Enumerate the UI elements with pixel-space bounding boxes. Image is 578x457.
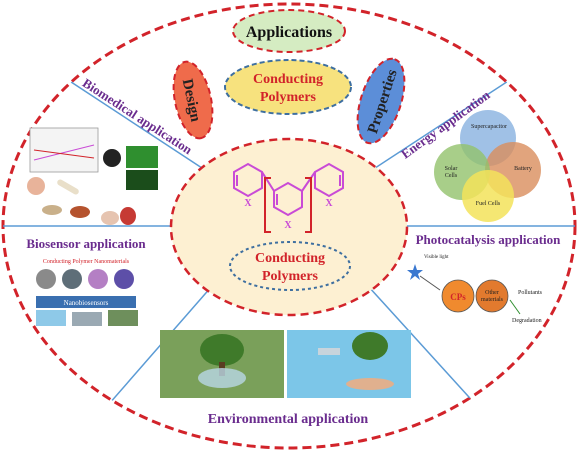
biomedical-disc bbox=[103, 149, 121, 167]
sensor-device-3 bbox=[108, 310, 138, 326]
photo-water-tree bbox=[352, 332, 388, 360]
biomedical-heart-icon bbox=[120, 207, 136, 225]
other-materials-line1: Other bbox=[485, 290, 499, 296]
biomedical-chart-panel bbox=[29, 127, 99, 173]
photo-water-tap bbox=[318, 348, 340, 355]
other-materials-circle bbox=[475, 279, 509, 313]
cp-top-oval bbox=[224, 59, 352, 115]
cp-top-line1: Conducting bbox=[253, 72, 323, 87]
light-arrow bbox=[419, 275, 441, 291]
nanomaterial-4 bbox=[114, 269, 134, 289]
design-oval-group: Design bbox=[172, 60, 214, 140]
sensor-device-1 bbox=[36, 310, 66, 326]
biosensor-title: Biosensor application bbox=[26, 236, 146, 251]
photo-tree-canopy bbox=[200, 334, 244, 366]
bracket-right bbox=[305, 177, 312, 233]
environmental-title: Environmental application bbox=[208, 412, 369, 427]
cp-bottom-oval bbox=[229, 241, 351, 291]
environment-photo-tree bbox=[160, 330, 284, 398]
biosensor-devices bbox=[36, 310, 138, 326]
biosensor-nanomaterials bbox=[36, 269, 134, 289]
applications-label: Applications bbox=[246, 24, 332, 41]
venn-solar-label-2: Cells bbox=[445, 173, 458, 179]
biomedical-brain-icon bbox=[101, 211, 119, 225]
polymer-structure bbox=[233, 162, 344, 217]
biomedical-dark-mat bbox=[126, 170, 158, 190]
light-star-icon bbox=[407, 264, 423, 280]
pollutants-label: Pollutants bbox=[518, 290, 543, 296]
biomedical-liver-icon bbox=[70, 206, 90, 218]
design-oval bbox=[172, 60, 214, 140]
environment-photo-water bbox=[287, 330, 411, 398]
cps-label: CPs bbox=[450, 292, 466, 302]
cps-circle bbox=[441, 279, 475, 313]
photo-tree-globe bbox=[198, 368, 246, 388]
benzene-ring-right bbox=[314, 162, 344, 198]
energy-venn bbox=[434, 110, 541, 222]
venn-supercapacitor-label: Supercapacitor bbox=[471, 124, 507, 130]
bracket-left bbox=[264, 177, 271, 233]
benzene-ring-middle bbox=[273, 181, 303, 217]
bond-left bbox=[261, 171, 275, 192]
biomedical-chart-line bbox=[33, 144, 95, 161]
polymer-brackets bbox=[264, 177, 312, 233]
biomedical-green-mat bbox=[126, 146, 158, 168]
structure-x-middle: X bbox=[284, 220, 292, 231]
nanomaterial-2 bbox=[62, 269, 82, 289]
photo-water-background bbox=[287, 330, 411, 398]
biomedical-chart-line-2 bbox=[33, 149, 95, 159]
nanobiosensor-label: Nanobiosensors bbox=[64, 299, 109, 307]
degradation-label: Degradation bbox=[512, 318, 542, 324]
venn-battery-label: Battery bbox=[514, 166, 532, 172]
photocatalysis-title: Photocatalysis application bbox=[416, 232, 562, 247]
cp-bottom-line2: Polymers bbox=[262, 269, 319, 284]
biomedical-bone-icon bbox=[57, 179, 79, 195]
cp-bottom-line1: Conducting bbox=[255, 251, 325, 266]
venn-fuel-label: Fuel Cells bbox=[476, 201, 501, 207]
sensor-device-2 bbox=[72, 312, 102, 326]
venn-fuel bbox=[462, 170, 514, 222]
cp-top-line2: Polymers bbox=[260, 90, 317, 105]
benzene-ring-left bbox=[233, 162, 263, 198]
nanomaterial-1 bbox=[36, 269, 56, 289]
properties-oval bbox=[356, 57, 406, 145]
other-materials-line2: materials bbox=[481, 297, 504, 303]
properties-oval-group: Properties bbox=[356, 57, 406, 145]
divider-lower-left bbox=[94, 285, 213, 421]
nanobiosensor-banner bbox=[36, 296, 136, 308]
biomedical-nerve-icon bbox=[42, 205, 62, 215]
degradation-arrow bbox=[509, 299, 521, 315]
visible-light-label: Visible light bbox=[424, 255, 449, 260]
divider-lower-right bbox=[367, 285, 489, 419]
applications-oval bbox=[232, 9, 346, 53]
biosensor-panel-title: Conducting Polymer Nanomaterials bbox=[43, 259, 130, 265]
structure-x-left: X bbox=[244, 198, 252, 209]
venn-solar-label-1: Solar bbox=[445, 166, 458, 172]
nanomaterial-3 bbox=[88, 269, 108, 289]
biomedical-skin-icon bbox=[27, 177, 45, 195]
structure-x-right: X bbox=[325, 198, 333, 209]
biomedical-illustration bbox=[27, 127, 158, 225]
bond-right bbox=[301, 171, 316, 192]
photo-water-hand bbox=[346, 378, 394, 390]
